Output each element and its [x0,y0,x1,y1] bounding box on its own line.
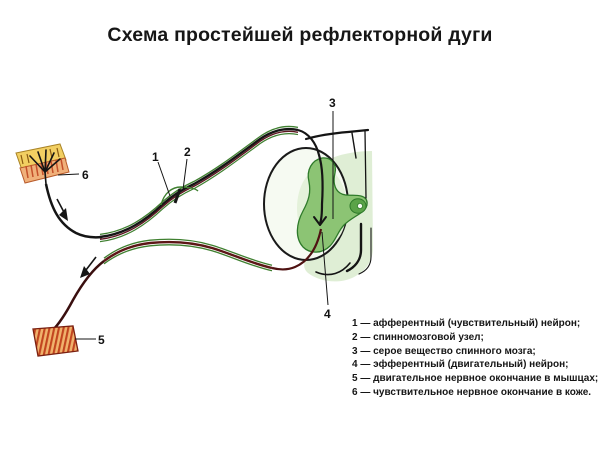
spinal-ganglion [160,186,199,206]
label-1-number: 1 [152,150,159,164]
afferent-multicolor-band [99,125,299,243]
legend-item: 1 — афферентный (чувствительный) нейрон; [352,318,581,329]
efferent-multicolor-band [103,238,273,272]
legend: 1 — афферентный (чувствительный) нейрон;… [352,317,598,400]
legend-item: 5 — двигательное нервное окончание в мыш… [352,373,599,385]
label-1: 1 [152,150,171,197]
afferent-pathway [44,125,327,243]
label-6: 6 [57,168,89,182]
ganglion-neuron-body [173,188,182,204]
efferent-pathway [39,228,323,349]
skin-lower-hatching [25,158,64,179]
sensory-nerve-endings [29,149,61,185]
synapse-arrowhead [313,216,327,226]
label-3-number: 3 [329,96,336,110]
label-5: 5 [75,333,105,347]
label-5-number: 5 [98,333,105,347]
legend-item: 4 — эфферентный (двигательный) нейрон; [352,359,569,371]
afferent-fiber-skin-segment [44,183,103,239]
afferent-direction-arrow [56,198,68,221]
central-canal [356,202,363,209]
label-2-number: 2 [184,145,191,159]
page-title: Схема простейшей рефлекторной дуги [107,24,493,46]
afferent-fiber-cord-segment [297,128,324,224]
skin-receptor [15,143,70,185]
efferent-direction-arrow [80,256,97,278]
label-6-number: 6 [82,168,89,182]
label-4: 4 [321,231,331,321]
legend-item: 2 — спинномозговой узел; [352,331,484,343]
gray-matter [296,157,368,253]
spinal-cord-section [263,128,373,282]
label-2: 2 [182,145,191,191]
label-4-number: 4 [324,307,331,321]
efferent-fiber-muscle-segment [51,260,105,332]
efferent-fiber-cord-segment [271,228,323,271]
diagram-labels: 1 2 3 4 5 6 [57,96,336,347]
legend-item: 6 — чувствительное нервное окончание в к… [352,386,592,398]
legend-item: 3 — серое вещество спинного мозга; [352,345,536,357]
muscle-body [32,325,79,357]
label-3: 3 [329,96,336,219]
muscle [32,325,79,357]
